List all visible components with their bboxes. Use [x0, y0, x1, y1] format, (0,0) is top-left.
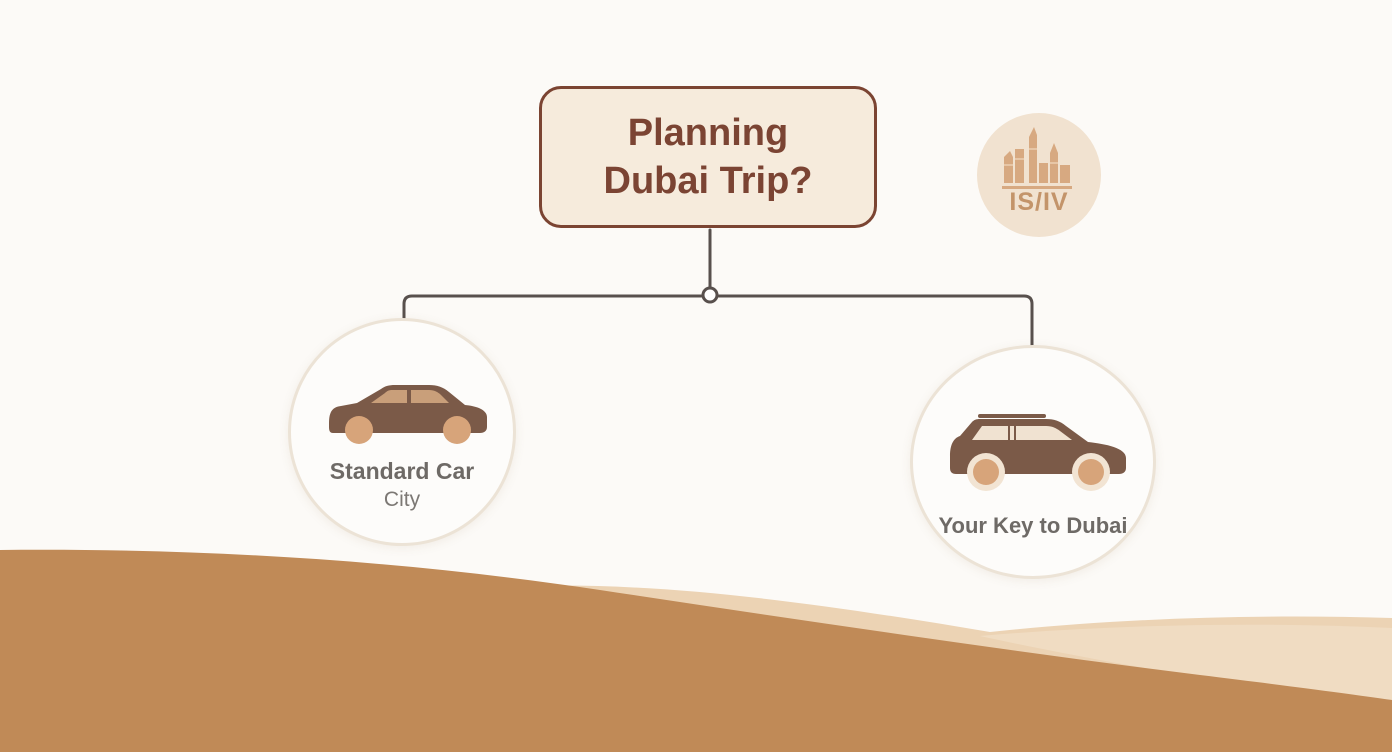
city-skyline-icon [1002, 127, 1072, 189]
car-icon [329, 385, 487, 444]
dune-back [980, 624, 1392, 700]
root-title-line2: Dubai Trip? [603, 160, 813, 202]
root-title-line1: Planning [627, 112, 789, 154]
option-subtitle: City [383, 488, 421, 511]
root-node-box: Planning Dubai Trip? [539, 86, 877, 228]
city-badge: IS/IV [977, 113, 1101, 237]
option-title: Standard Car [329, 458, 475, 484]
option-key-to-dubai[interactable]: Your Key to Dubai [910, 345, 1156, 579]
option-standard-car[interactable]: Standard Car City [288, 318, 516, 546]
suv-icon [950, 414, 1126, 491]
connector-node [701, 286, 719, 304]
dune-dark [0, 549, 1392, 752]
option-title: Your Key to Dubai [938, 513, 1128, 538]
badge-text: IS/IV [1009, 188, 1069, 216]
